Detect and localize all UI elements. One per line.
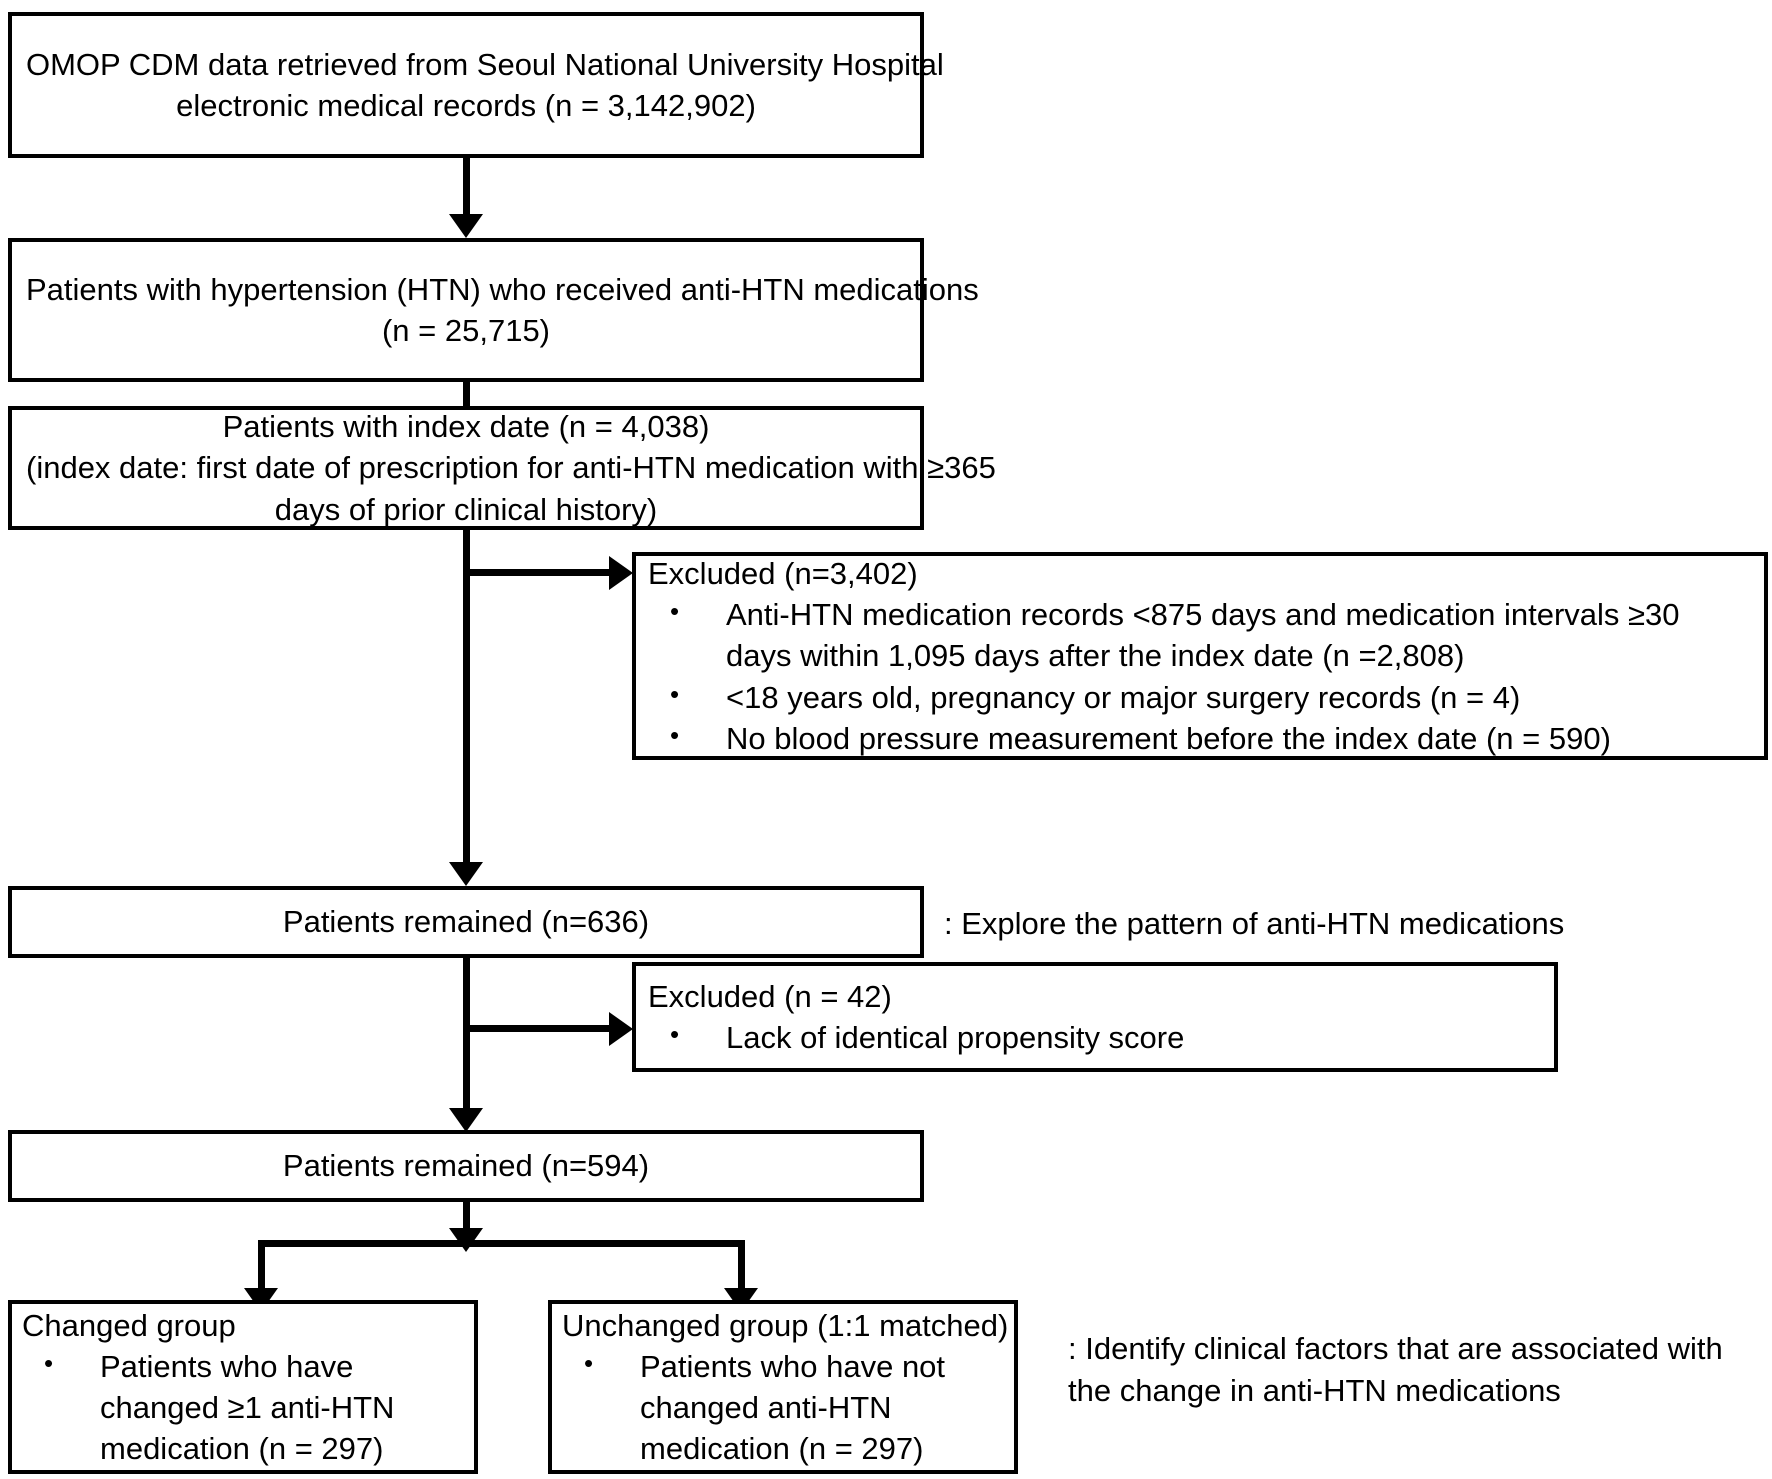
connector-index-to-remained636 (463, 530, 470, 870)
arrowhead-remained636-to-remained594 (449, 1108, 483, 1132)
connector-source-to-htn (463, 158, 470, 220)
node-changed-group-bullets: • Patients who have changed ≥1 anti-HTN … (22, 1346, 464, 1470)
node-excluded-first-bullet-3: No blood pressure measurement before the… (726, 720, 1611, 756)
node-unchanged-group: Unchanged group (1:1 matched) • Patients… (548, 1300, 1018, 1474)
node-excluded-second: Excluded (n = 42) • Lack of identical pr… (632, 962, 1558, 1072)
node-remained-594: Patients remained (n=594) (8, 1130, 924, 1202)
node-index-date: Patients with index date (n = 4,038) (in… (8, 406, 996, 530)
node-changed-group-header: Changed group (22, 1307, 236, 1343)
node-remained-636: Patients remained (n=636) (8, 886, 924, 958)
bullet-icon: • (584, 1347, 594, 1378)
node-source-line-2: electronic medical records (n = 3,142,90… (176, 88, 756, 123)
connector-split-left (258, 1240, 265, 1300)
node-htn-line-2: (n = 25,715) (381, 313, 551, 348)
node-excluded-second-bullet-1: Lack of identical propensity score (726, 1020, 1185, 1055)
connector-remained594-stem (463, 1202, 470, 1236)
node-excluded-first-header: Excluded (n=3,402) (648, 555, 918, 591)
connector-split-bar (258, 1240, 745, 1247)
node-htn-line-1: Patients with hypertension (HTN) who rec… (26, 271, 979, 307)
connector-remained636-to-remained594 (463, 958, 470, 1116)
list-item: • No blood pressure measurement before t… (648, 718, 1752, 759)
node-index-line-1: Patients with index date (n = 4,038) (222, 409, 710, 445)
node-unchanged-group-bullet-1: Patients who have not changed anti-HTN m… (640, 1348, 946, 1467)
bullet-icon: • (670, 596, 680, 627)
arrowhead-index-to-remained636 (449, 862, 483, 886)
node-changed-group-bullet-1: Patients who have changed ≥1 anti-HTN me… (100, 1348, 395, 1467)
connector-branch-excluded-2 (463, 1025, 623, 1032)
node-excluded-second-bullets: • Lack of identical propensity score (648, 1017, 1542, 1058)
node-changed-group: Changed group • Patients who have change… (8, 1300, 478, 1474)
node-excluded-second-header: Excluded (n = 42) (648, 978, 892, 1014)
node-excluded-first-bullets: • Anti-HTN medication records <875 days … (648, 594, 1752, 759)
arrowhead-source-to-htn (449, 214, 483, 238)
node-source-data: OMOP CDM data retrieved from Seoul Natio… (8, 12, 944, 158)
connector-branch-excluded-1 (463, 569, 623, 576)
list-item: • Patients who have changed ≥1 anti-HTN … (22, 1346, 464, 1470)
bullet-icon: • (670, 678, 680, 709)
annotation-identify: : Identify clinical factors that are ass… (1068, 1331, 1723, 1408)
node-remained-594-label: Patients remained (n=594) (282, 1148, 650, 1184)
node-index-line-2: (index date: first date of prescription … (26, 450, 996, 486)
node-htn-patients: Patients with hypertension (HTN) who rec… (8, 238, 979, 382)
list-item: • Patients who have not changed anti-HTN… (562, 1346, 1004, 1470)
list-item: • Anti-HTN medication records <875 days … (648, 594, 1752, 676)
list-item: • Lack of identical propensity score (648, 1017, 1542, 1058)
node-excluded-first: Excluded (n=3,402) • Anti-HTN medication… (632, 552, 1768, 760)
arrowhead-branch-excluded-2 (609, 1012, 633, 1046)
node-unchanged-group-bullets: • Patients who have not changed anti-HTN… (562, 1346, 1004, 1470)
node-remained-636-label: Patients remained (n=636) (282, 904, 650, 940)
node-unchanged-group-header: Unchanged group (1:1 matched) (562, 1307, 1009, 1343)
connector-split-right (738, 1240, 745, 1300)
bullet-icon: • (44, 1347, 54, 1378)
node-excluded-first-bullet-1: Anti-HTN medication records <875 days an… (726, 597, 1680, 674)
node-index-line-3: days of prior clinical history) (274, 491, 658, 527)
annotation-explore: : Explore the pattern of anti-HTN medica… (944, 906, 1565, 941)
list-item: • <18 years old, pregnancy or major surg… (648, 677, 1752, 718)
node-excluded-first-bullet-2: <18 years old, pregnancy or major surger… (726, 679, 1521, 715)
bullet-icon: • (670, 1019, 680, 1049)
arrowhead-branch-excluded-1 (609, 556, 633, 590)
node-source-line-1: OMOP CDM data retrieved from Seoul Natio… (26, 46, 944, 82)
bullet-icon: • (670, 719, 680, 750)
connector-htn-to-index (463, 382, 470, 408)
